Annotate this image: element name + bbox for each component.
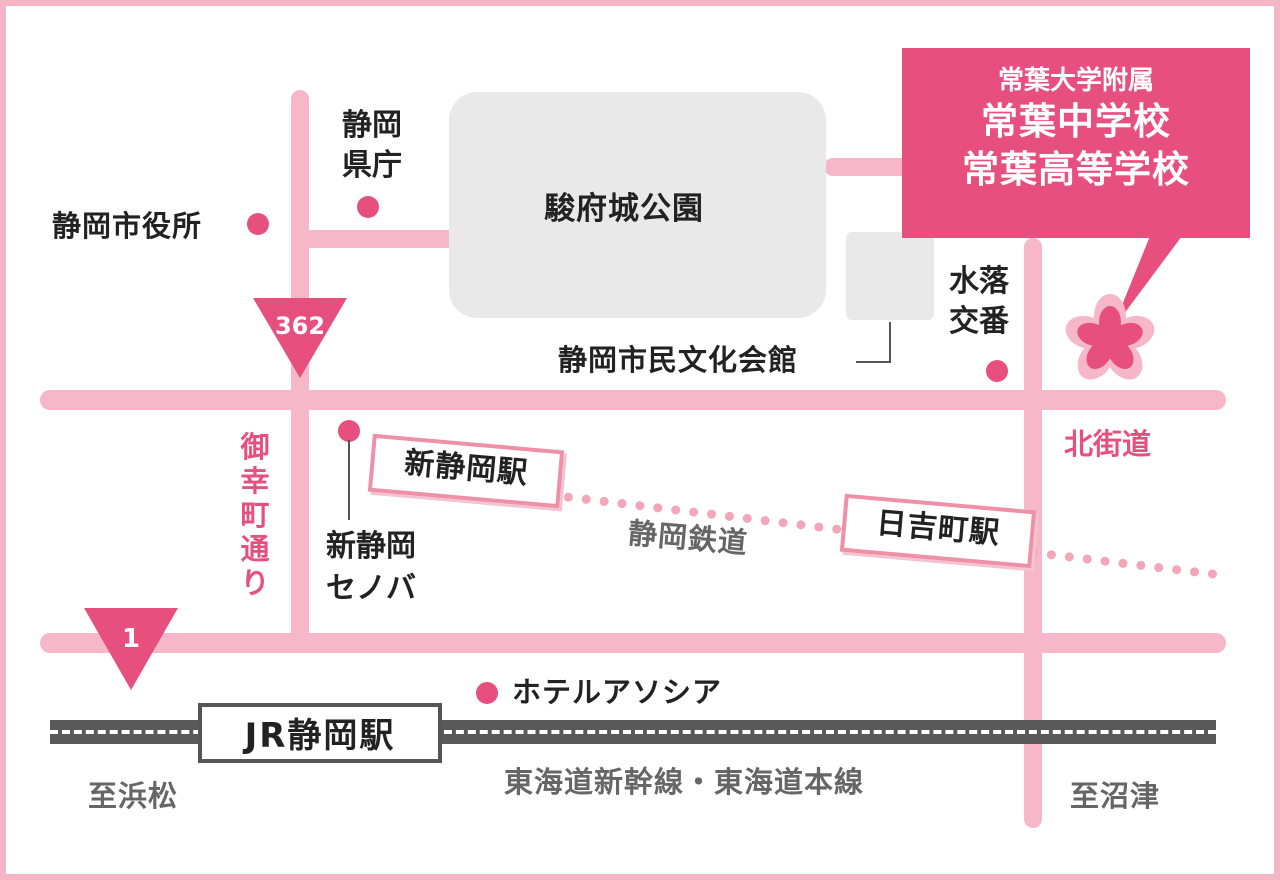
city-hall-label: 静岡市役所: [52, 209, 203, 243]
school-affiliation: 常葉大学附属: [997, 66, 1154, 96]
to-hamamatsu-label: 至浜松: [88, 779, 179, 813]
school-callout: 常葉大学附属 常葉中学校 常葉高等学校: [902, 48, 1250, 238]
to-numazu-label: 至沼津: [1070, 779, 1161, 813]
callout-pointer: [1112, 236, 1182, 330]
hiyoshicho-station: 日吉町駅: [839, 493, 1037, 569]
gokomachi-street-char: 町: [240, 498, 270, 532]
route-1-shield: [84, 608, 178, 690]
jr-shizuoka-station: JR静岡駅: [198, 703, 442, 763]
police-box-label: 水落 交番: [949, 264, 1009, 339]
road-route-1: [40, 633, 1226, 653]
gokomachi-street-label: 御幸町通り: [238, 430, 272, 600]
city-hall-marker: [247, 213, 269, 235]
culture-hall-block: [846, 232, 934, 320]
gokomachi-street-char: 幸: [240, 464, 270, 498]
park-label: 駿府城公園: [544, 191, 704, 227]
gokomachi-street-char: 御: [240, 430, 270, 464]
senoba-leader-line: [348, 440, 350, 520]
gokomachi-street-char: 通: [240, 532, 270, 566]
senoba-marker: [338, 420, 360, 442]
sunpu-castle-park: [449, 92, 826, 318]
road-kita-kaido: [40, 390, 1226, 410]
road-park-east: [824, 158, 914, 176]
senoba-label: 新静岡 セノバ: [326, 529, 416, 606]
shin-shizuoka-station: 新静岡駅: [367, 433, 565, 509]
culture-hall-leader-line: [856, 322, 891, 363]
gokomachi-street-char: り: [240, 566, 270, 600]
route-362-number: 362: [274, 312, 326, 340]
school-name-high: 常葉高等学校: [962, 148, 1190, 191]
police-box-marker: [986, 360, 1008, 382]
hotel-associa-marker: [476, 682, 498, 704]
kita-kaido-label: 北街道: [1064, 427, 1152, 461]
route-1-number: 1: [121, 624, 141, 654]
pref-office-label: 静岡 県庁: [342, 108, 402, 183]
route-362-shield: [253, 298, 347, 378]
culture-hall-label: 静岡市民文化会館: [558, 343, 799, 377]
shizuoka-railway-label: 静岡鉄道: [626, 515, 750, 561]
hotel-associa-label: ホテルアソシア: [512, 675, 723, 709]
road-to-park: [291, 230, 461, 248]
school-location-flower-icon: [1065, 294, 1155, 380]
jr-lines-label: 東海道新幹線・東海道本線: [504, 765, 865, 799]
school-name-junior-high: 常葉中学校: [981, 100, 1171, 143]
pref-office-marker: [357, 196, 379, 218]
